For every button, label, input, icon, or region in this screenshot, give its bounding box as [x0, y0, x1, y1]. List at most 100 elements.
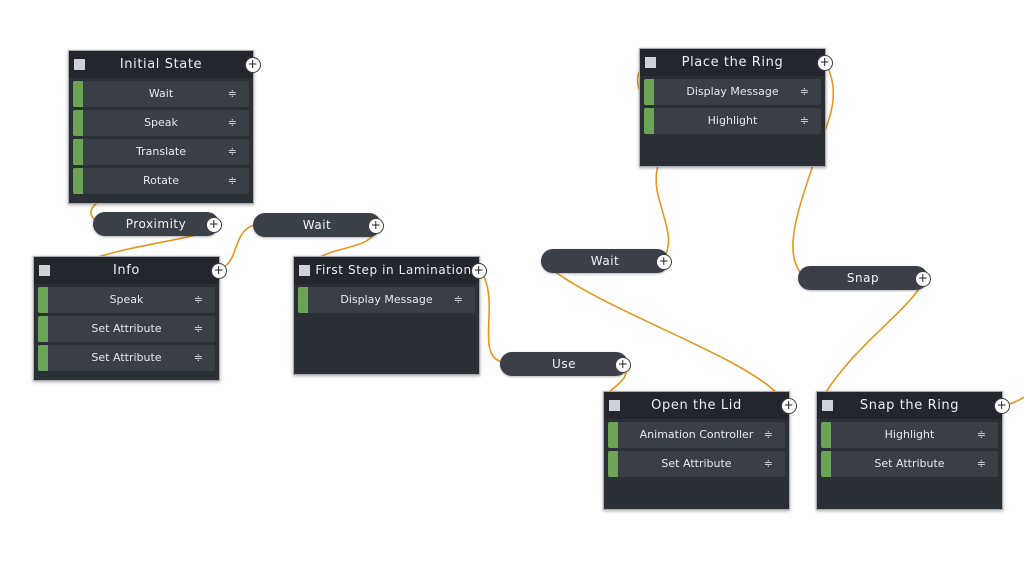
add-transition-plus-icon[interactable]: + [994, 398, 1010, 414]
action-label: Speak [109, 293, 144, 306]
action-item-highlight[interactable]: Highlight ≑ [821, 422, 998, 448]
node-snap-the-ring[interactable]: Snap the Ring + Highlight ≑ Set Attribute… [816, 391, 1010, 510]
add-transition-plus-icon[interactable]: + [781, 398, 797, 414]
action-color-bar [608, 451, 618, 477]
drag-handle-icon[interactable]: ≑ [193, 351, 203, 364]
drag-handle-icon[interactable]: ≑ [799, 85, 809, 98]
drag-handle-icon[interactable]: ≑ [227, 174, 237, 187]
action-item-set-attribute[interactable]: Set Attribute ≑ [38, 345, 215, 371]
action-item-rotate[interactable]: Rotate ≑ [73, 168, 249, 194]
add-transition-plus-icon[interactable]: + [471, 263, 487, 279]
node-title: Place the Ring [681, 55, 784, 70]
add-transition-plus-icon[interactable]: + [915, 271, 931, 287]
wire-info-to-wait [219, 224, 256, 270]
transition-label: Wait [302, 218, 332, 232]
node-select-square-icon[interactable] [609, 400, 620, 411]
action-label: Highlight [707, 114, 758, 127]
action-color-bar [821, 451, 831, 477]
drag-handle-icon[interactable]: ≑ [763, 428, 773, 441]
action-item-display-message[interactable]: Display Message ≑ [644, 79, 821, 105]
node-select-square-icon[interactable] [299, 265, 310, 276]
drag-handle-icon[interactable]: ≑ [227, 87, 237, 100]
transition-proximity[interactable]: Proximity + [93, 212, 222, 236]
action-item-set-attribute[interactable]: Set Attribute≑ [821, 451, 998, 477]
node-header[interactable]: First Step in Lamination + [294, 257, 487, 284]
add-transition-plus-icon[interactable]: + [656, 254, 672, 270]
drag-handle-icon[interactable]: ≑ [193, 293, 203, 306]
action-label: Rotate [142, 174, 179, 187]
action-item-speak[interactable]: Speak ≑ [38, 287, 215, 313]
node-select-square-icon[interactable] [39, 265, 50, 276]
action-color-bar [38, 345, 48, 371]
action-label: Display Message [686, 85, 779, 98]
action-list: Speak≑ Set Attribute≑ Set Attribute≑ [34, 284, 219, 371]
drag-handle-icon[interactable]: ≑ [227, 145, 237, 158]
transition-label: Use [552, 357, 576, 371]
action-label: Translate [136, 145, 186, 158]
node-title: Initial State [119, 57, 203, 72]
wire-firststep-to-use [479, 269, 503, 363]
node-header[interactable]: Info + [34, 257, 227, 284]
drag-handle-icon[interactable]: ≑ [193, 322, 203, 335]
action-color-bar [298, 287, 308, 313]
drag-handle-icon[interactable]: ≑ [976, 457, 986, 470]
action-color-bar [608, 422, 618, 448]
action-color-bar [73, 168, 83, 194]
action-color-bar [73, 110, 83, 136]
action-item-translate[interactable]: Translate ≑ [73, 139, 249, 165]
node-initial-state[interactable]: Initial State + Wait ≑ Speak ≑ Translate ≑ … [68, 50, 261, 204]
action-color-bar [73, 81, 83, 107]
node-header[interactable]: Open the Lid + [604, 392, 797, 419]
action-color-bar [644, 108, 654, 134]
add-transition-plus-icon[interactable]: + [368, 218, 384, 234]
transition-snap[interactable]: Snap + [798, 266, 931, 290]
action-list: Display Message ≑ Highlight ≑ [640, 76, 825, 134]
action-label: Highlight [884, 428, 935, 441]
action-item-display-message[interactable]: Display Message≑ [298, 287, 475, 313]
node-info[interactable]: Info + Speak≑ Set Attribute≑ Set Attribu… [33, 256, 227, 381]
drag-handle-icon[interactable]: ≑ [976, 428, 986, 441]
action-item-animation-controller[interactable]: Animation Controller≑ [608, 422, 785, 448]
transition-wait[interactable]: Wait + [253, 213, 384, 237]
action-item-wait[interactable]: Wait ≑ [73, 81, 249, 107]
node-open-the-lid[interactable]: Open the Lid + Animation Controller≑ Set… [603, 391, 797, 510]
drag-handle-icon[interactable]: ≑ [453, 293, 463, 306]
action-color-bar [821, 422, 831, 448]
action-item-highlight[interactable]: Highlight ≑ [644, 108, 821, 134]
node-select-square-icon[interactable] [74, 59, 85, 70]
action-label: Set Attribute [91, 351, 162, 364]
add-transition-plus-icon[interactable]: + [245, 57, 261, 73]
action-list: Highlight ≑ Set Attribute≑ [817, 419, 1002, 477]
node-header[interactable]: Initial State + [69, 51, 261, 78]
action-item-set-attribute[interactable]: Set Attribute≑ [38, 316, 215, 342]
action-color-bar [73, 139, 83, 165]
add-transition-plus-icon[interactable]: + [206, 217, 222, 233]
action-list: Wait ≑ Speak ≑ Translate ≑ Rotate ≑ [69, 78, 253, 194]
node-select-square-icon[interactable] [822, 400, 833, 411]
drag-handle-icon[interactable]: ≑ [763, 457, 773, 470]
action-label: Speak [144, 116, 178, 129]
add-transition-plus-icon[interactable]: + [211, 263, 227, 279]
node-header[interactable]: Snap the Ring + [817, 392, 1010, 419]
node-title: Snap the Ring [859, 398, 960, 413]
action-label: Wait [148, 87, 174, 100]
action-item-set-attribute[interactable]: Set Attribute≑ [608, 451, 785, 477]
add-transition-plus-icon[interactable]: + [615, 357, 631, 373]
transition-label: Wait [590, 254, 620, 268]
action-list: Display Message≑ [294, 284, 479, 313]
action-list: Animation Controller≑ Set Attribute≑ [604, 419, 789, 477]
drag-handle-icon[interactable]: ≑ [227, 116, 237, 129]
node-select-square-icon[interactable] [645, 57, 656, 68]
node-first-step-in-lamination[interactable]: First Step in Lamination + Display Messa… [293, 256, 487, 375]
action-item-speak[interactable]: Speak ≑ [73, 110, 249, 136]
add-transition-plus-icon[interactable]: + [817, 55, 833, 71]
transition-wait[interactable]: Wait + [541, 249, 672, 273]
node-title: Open the Lid [651, 398, 742, 413]
action-color-bar [644, 79, 654, 105]
node-header[interactable]: Place the Ring + [640, 49, 833, 76]
drag-handle-icon[interactable]: ≑ [799, 114, 809, 127]
node-place-the-ring[interactable]: Place the Ring + Display Message ≑ Highli… [639, 48, 833, 167]
transition-use[interactable]: Use + [500, 352, 631, 376]
transition-label: Snap [846, 271, 880, 285]
action-color-bar [38, 316, 48, 342]
